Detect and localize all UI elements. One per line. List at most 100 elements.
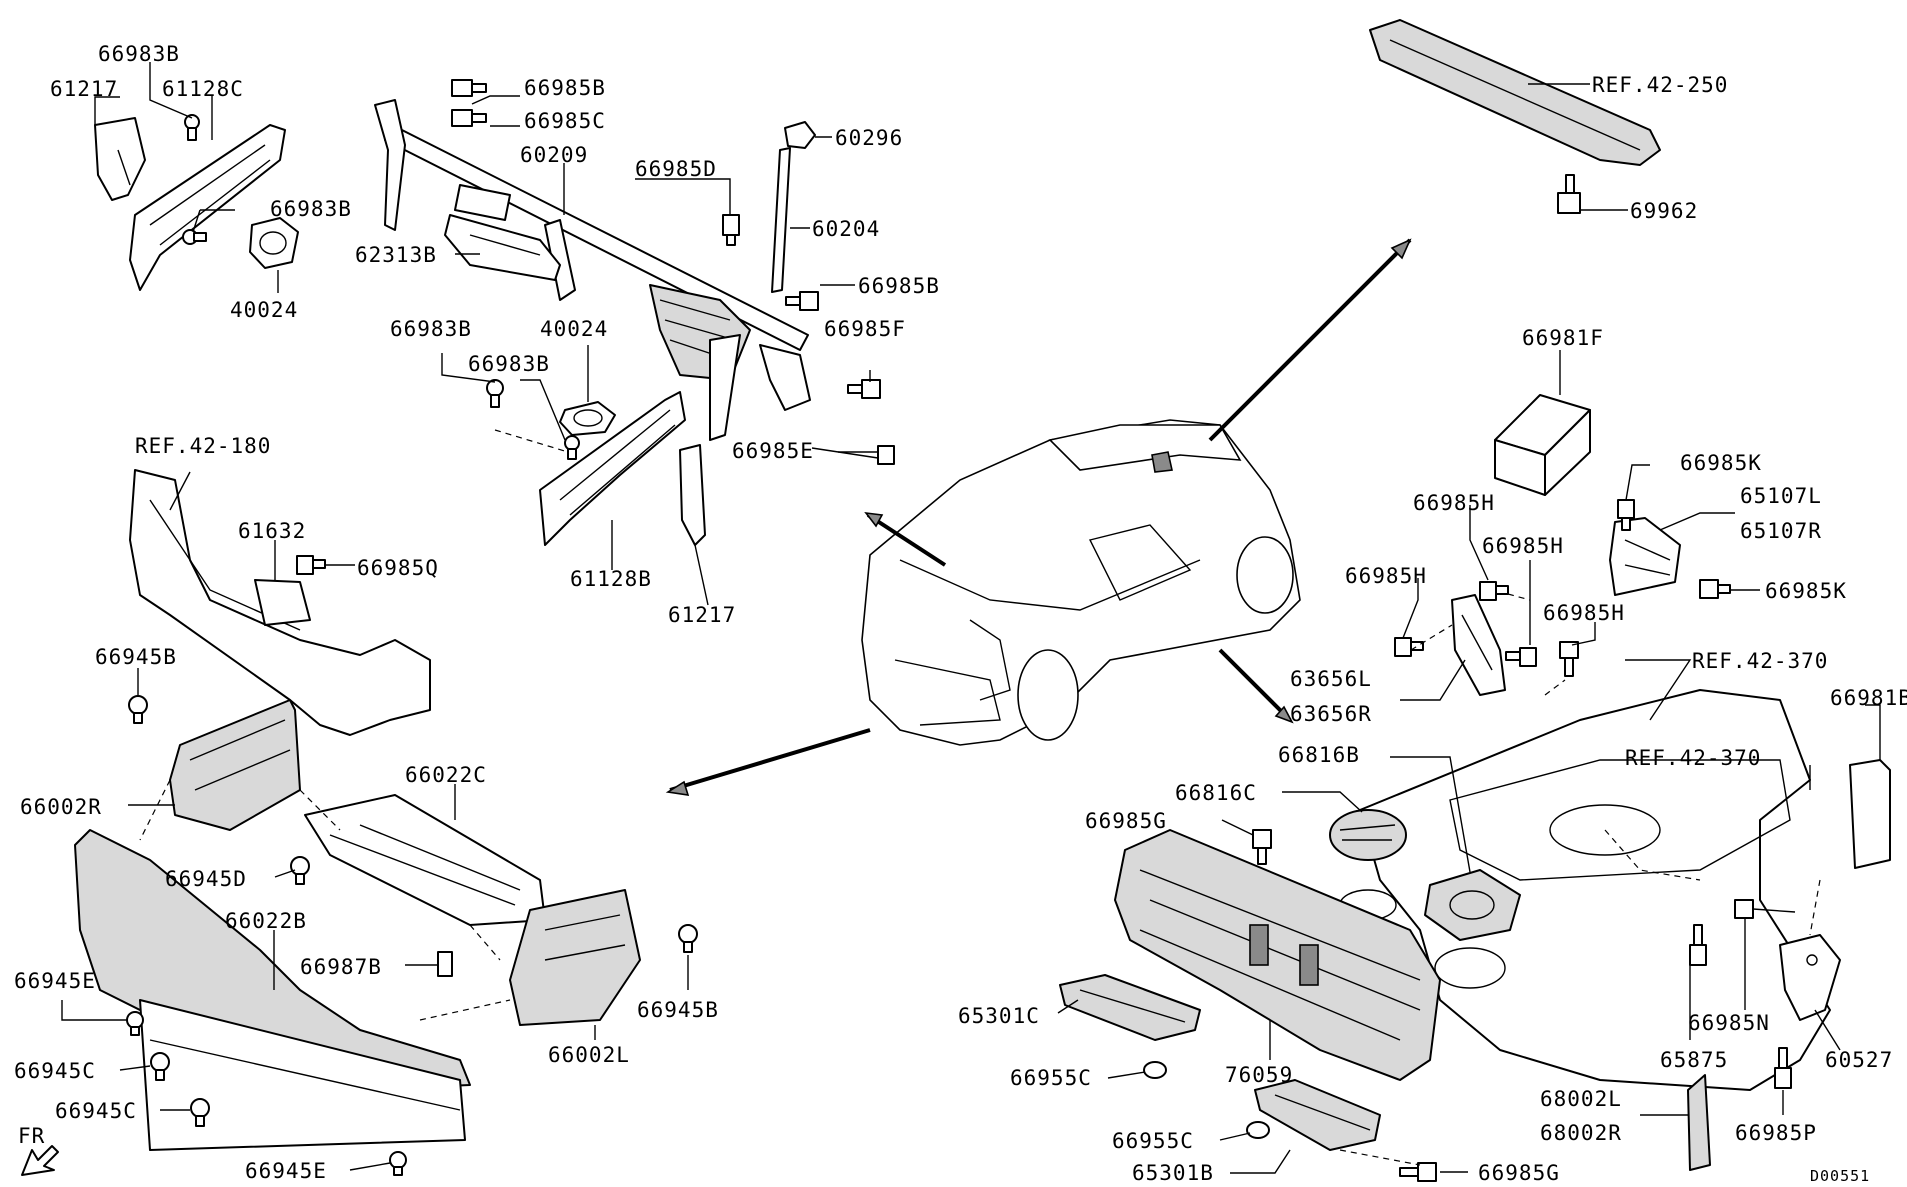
- leader-66985H-b: [1469, 505, 1489, 581]
- clip-66945C-b: [190, 1098, 210, 1127]
- label-60209: 60209: [520, 143, 588, 167]
- part-61217-lower: [679, 444, 706, 546]
- label-66985G-b: 66985G: [1478, 1161, 1560, 1185]
- label-65107L: 65107L: [1740, 484, 1822, 508]
- clip-66983B-d: [564, 435, 580, 460]
- leader-66985B-a: [471, 95, 520, 105]
- gasket-40024-a: [249, 217, 299, 269]
- arrow-to-crossmember: [866, 513, 947, 567]
- leader-66816C: [1282, 791, 1363, 813]
- part-61632-bracket: [254, 579, 311, 626]
- part-65301B-cover: [1254, 1079, 1381, 1151]
- label-61632: 61632: [238, 519, 306, 543]
- arrowhead-rear-floor: [1274, 705, 1294, 724]
- arrowhead-crossmember: [864, 511, 884, 528]
- label-69962: 69962: [1630, 199, 1698, 223]
- label-65875: 65875: [1660, 1048, 1728, 1072]
- label-66985N: 66985N: [1688, 1011, 1770, 1035]
- label-66985H-c: 66985H: [1345, 564, 1427, 588]
- label-66002L: 66002L: [548, 1043, 630, 1067]
- label-66945B-b: 66945B: [637, 998, 719, 1022]
- part-61128B-bracket: [539, 391, 686, 546]
- front-direction-arrow-icon: [21, 1145, 59, 1176]
- leader-66945D: [274, 869, 296, 878]
- bolt-66985D: [722, 214, 740, 246]
- leader-66985H-d: [1571, 622, 1596, 646]
- nut-66955C-a: [1143, 1061, 1167, 1079]
- label-66816B: 66816B: [1278, 743, 1360, 767]
- label-fr: FR: [18, 1124, 45, 1148]
- bolt-66985K-b: [1699, 579, 1731, 599]
- label-66985C: 66985C: [524, 109, 606, 133]
- label-66983B-d: 66983B: [468, 352, 550, 376]
- label-61128B: 61128B: [570, 567, 652, 591]
- leader-66985G-a: [1221, 819, 1254, 836]
- label-66945B-a: 66945B: [95, 645, 177, 669]
- label-66987B: 66987B: [300, 955, 382, 979]
- label-66022C: 66022C: [405, 763, 487, 787]
- label-62313B: 62313B: [355, 243, 437, 267]
- clip-66983B-a: [184, 114, 200, 141]
- label-66816C: 66816C: [1175, 781, 1257, 805]
- label-66985H-b: 66985H: [1482, 534, 1564, 558]
- part-61217-upper-left: [94, 117, 146, 201]
- label-61217-a: 61217: [50, 77, 118, 101]
- label-66983B-c: 66983B: [390, 317, 472, 341]
- leader-65107: [1659, 512, 1735, 531]
- label-66985E: 66985E: [732, 439, 814, 463]
- bolt-66985B-a: [451, 79, 487, 97]
- leader-65301B: [1230, 1149, 1291, 1174]
- label-66955C-b: 66955C: [1112, 1129, 1194, 1153]
- part-65107-bracket: [1609, 517, 1681, 596]
- bolt-66987B: [437, 951, 453, 977]
- leader-66955C-b: [1219, 1132, 1251, 1141]
- label-68002L: 68002L: [1540, 1087, 1622, 1111]
- part-63656-bracket: [1451, 594, 1506, 696]
- leader-ref-42-180: [169, 471, 191, 511]
- bolt-66985Q: [296, 555, 326, 575]
- clip-66983B-c: [486, 379, 504, 408]
- label-63656L: 63656L: [1290, 667, 1372, 691]
- part-66002L-splash-shield: [509, 889, 641, 1026]
- part-60209-crossmember: [374, 99, 811, 441]
- leader-66816B: [1390, 756, 1471, 873]
- label-66985Q: 66985Q: [357, 556, 439, 580]
- label-ref-42-370-a: REF.42-370: [1692, 649, 1828, 673]
- label-66985B-b: 66985B: [858, 274, 940, 298]
- leader-66981B: [1865, 704, 1881, 760]
- plug-66816B: [1424, 869, 1521, 989]
- dash-60527: [1809, 879, 1821, 936]
- leader-66945E-b: [349, 1162, 391, 1171]
- part-66981B-foam-block: [1849, 759, 1891, 869]
- bolt-66985B-b: [785, 291, 819, 311]
- label-ref-42-180: REF.42-180: [135, 434, 271, 458]
- part-76059-rear-panel: [1114, 829, 1441, 1081]
- label-66955C-a: 66955C: [1010, 1066, 1092, 1090]
- bolt-66985E: [811, 445, 895, 465]
- label-66981B: 66981B: [1830, 686, 1907, 710]
- part-68002-trim: [1687, 1074, 1711, 1171]
- part-66981F-foam-block: [1494, 394, 1591, 496]
- bolt-66985H-d: [1559, 641, 1579, 677]
- bolt-66985N: [1734, 899, 1796, 919]
- label-66985H-a: 66985H: [1413, 491, 1495, 515]
- label-66985K-a: 66985K: [1680, 451, 1762, 475]
- label-66985P: 66985P: [1735, 1121, 1817, 1145]
- bolt-69962: [1557, 174, 1581, 214]
- arrow-to-rear-floor: [1218, 648, 1292, 722]
- leader-66985K-a: [1625, 464, 1650, 501]
- label-60296: 60296: [835, 126, 903, 150]
- arrow-to-ref-42-250: [1208, 238, 1412, 442]
- bolt-66985H-c: [1505, 647, 1537, 667]
- nut-60296: [784, 121, 816, 149]
- leader-66983B-d: [520, 379, 566, 441]
- label-65301C: 65301C: [958, 1004, 1040, 1028]
- part-60527-bracket: [1779, 934, 1841, 1021]
- leader-66945C-a: [119, 1065, 151, 1071]
- clip-66945C-a: [150, 1052, 170, 1081]
- leader-61217-a: [94, 96, 120, 125]
- dash-66985G-b: [1339, 1149, 1421, 1166]
- label-60204: 60204: [812, 217, 880, 241]
- label-60527: 60527: [1825, 1048, 1893, 1072]
- part-65301C-cover: [1059, 974, 1201, 1041]
